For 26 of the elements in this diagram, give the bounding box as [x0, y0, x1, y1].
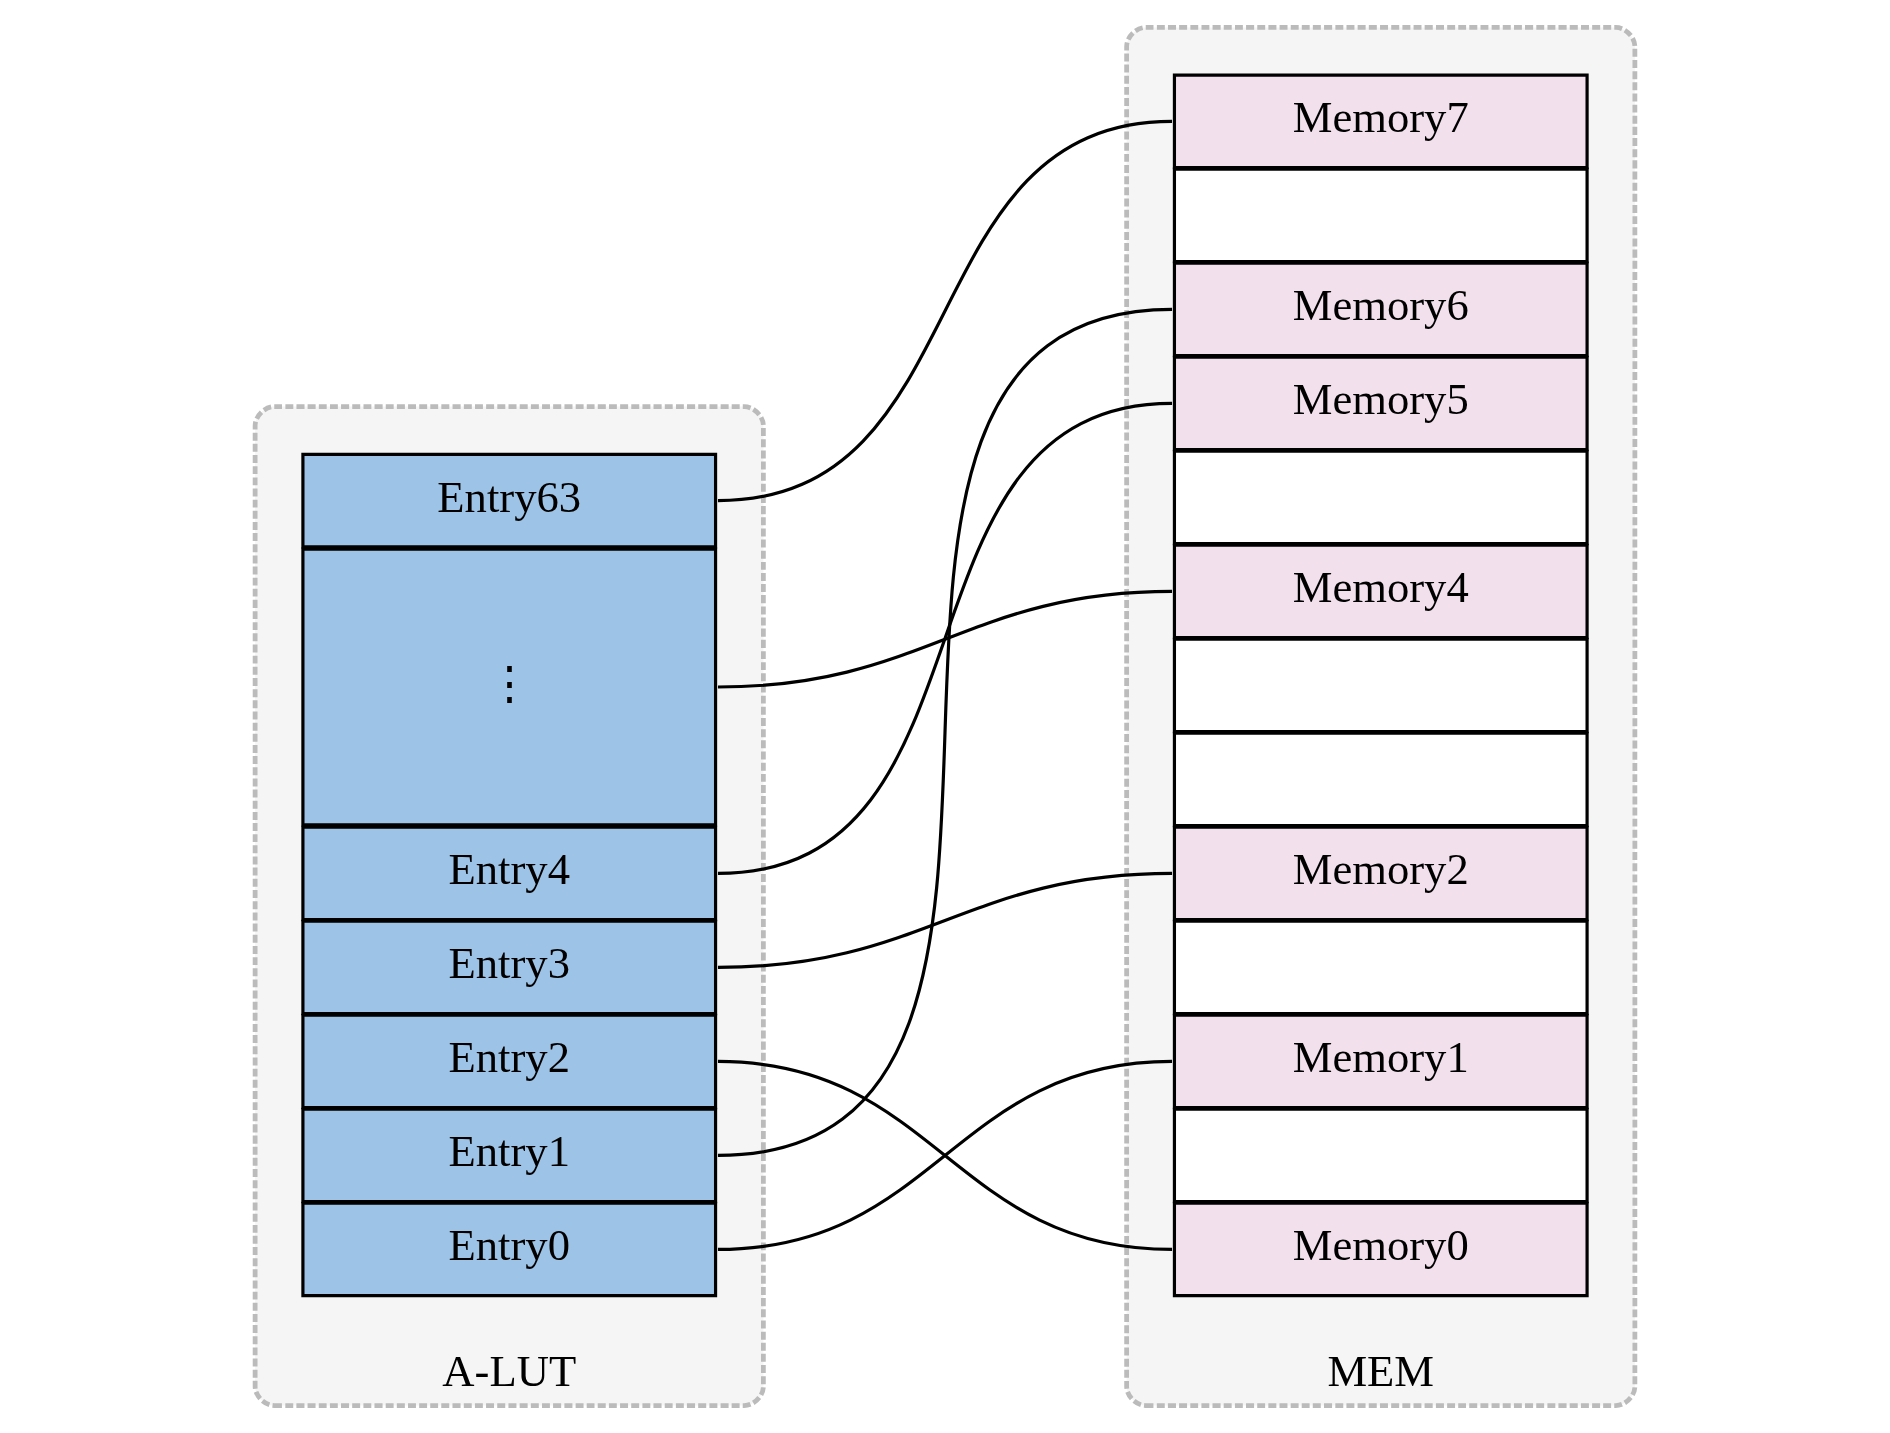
node-box: Memory4 [1172, 543, 1589, 640]
node-box: ⋮ [301, 547, 718, 827]
node-box [1172, 637, 1589, 734]
connector [717, 401, 1173, 875]
node-box [1172, 731, 1589, 828]
node-box: Memory0 [1172, 1201, 1589, 1298]
node-box: Entry3 [301, 919, 718, 1016]
node-box [1172, 167, 1589, 264]
node-box [1172, 919, 1589, 1016]
node-box: Entry0 [301, 1201, 718, 1298]
node-box: Memory2 [1172, 825, 1589, 922]
node-box [1172, 1107, 1589, 1204]
connector [717, 589, 1173, 689]
node-box [1172, 449, 1589, 546]
node-box: Memory1 [1172, 1013, 1589, 1110]
connector [717, 307, 1173, 1157]
connector [717, 1059, 1173, 1252]
node-box: Memory7 [1172, 73, 1589, 170]
connector [717, 871, 1173, 970]
node-box: Entry2 [301, 1013, 718, 1110]
node-box: Entry1 [301, 1107, 718, 1204]
connector [717, 119, 1173, 503]
node-box: Entry63 [301, 452, 718, 549]
node-box: Entry4 [301, 825, 718, 922]
node-box: Memory5 [1172, 355, 1589, 452]
node-box: Memory6 [1172, 261, 1589, 358]
